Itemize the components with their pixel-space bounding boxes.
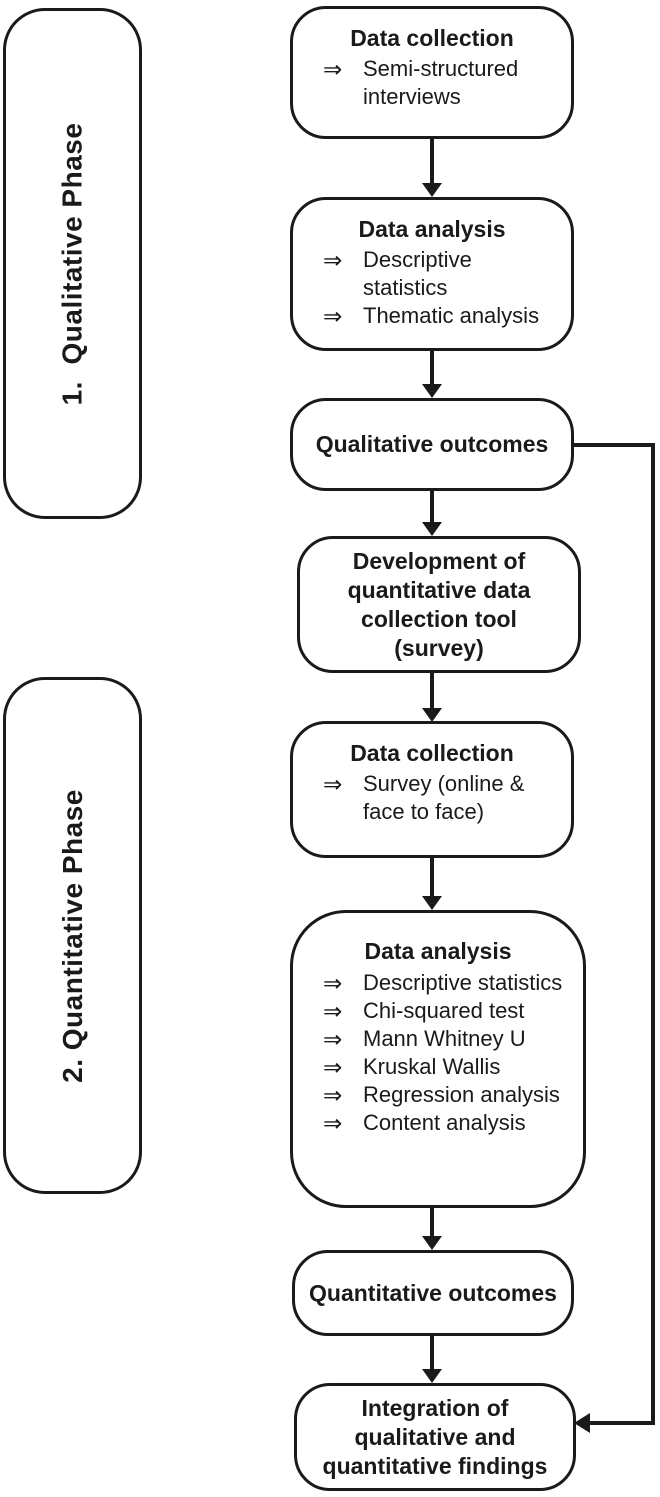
flow-box-data-collection-quantitative: Data collection ⇒ Survey (online & face …	[290, 721, 574, 858]
phase-label-quantitative: 2. Quantitative Phase	[56, 788, 88, 1083]
connector-arrow-6-7	[422, 1207, 442, 1250]
bullet-text: Kruskal Wallis	[363, 1054, 501, 1079]
box-title: Qualitative outcomes	[315, 431, 549, 457]
arrowhead-left-icon	[574, 1413, 590, 1433]
double-arrow-icon: ⇒	[323, 1082, 343, 1108]
box-title: Data analysis	[364, 938, 512, 964]
double-arrow-icon: ⇒	[323, 1054, 343, 1080]
flow-box-qualitative-outcomes: Qualitative outcomes	[290, 398, 574, 491]
connector-arrow-5-6	[422, 857, 442, 910]
bullet-text: Survey (online & face to face)	[363, 771, 525, 824]
double-arrow-icon: ⇒	[323, 1110, 343, 1136]
box-title: Data collection	[350, 740, 514, 766]
bullet-item: ⇒ Mann Whitney U	[293, 1025, 583, 1053]
flow-box-data-collection-qualitative: Data collection ⇒ Semi-structured interv…	[290, 6, 574, 139]
connector-arrow-3-4	[422, 490, 442, 536]
double-arrow-icon: ⇒	[323, 247, 343, 273]
double-arrow-icon: ⇒	[323, 771, 343, 797]
connector-arrow-7-8	[422, 1335, 442, 1383]
bullet-item: ⇒ Thematic analysis	[293, 302, 571, 330]
flow-box-data-analysis-quantitative: Data analysis ⇒ Descriptive statistics ⇒…	[290, 910, 586, 1208]
feedback-line-right	[651, 443, 655, 1425]
bullet-text: Regression analysis	[363, 1082, 560, 1107]
box-title: Data collection	[350, 25, 514, 51]
bullet-text: Content analysis	[363, 1110, 526, 1135]
connector-arrow-4-5	[422, 672, 442, 722]
double-arrow-icon: ⇒	[323, 970, 343, 996]
arrowhead-down-icon	[422, 1369, 442, 1383]
bullet-item: ⇒ Descriptive statistics	[293, 246, 571, 302]
bullet-text: Descriptive statistics	[363, 247, 472, 300]
arrowhead-down-icon	[422, 183, 442, 197]
arrowhead-down-icon	[422, 708, 442, 722]
box-title: Data analysis	[358, 216, 506, 242]
phase-box-quantitative: 2. Quantitative Phase	[3, 677, 142, 1194]
flow-box-development-survey-tool: Development of quantitative data collect…	[297, 536, 581, 673]
flow-box-integration-findings: Integration of qualitative and quantitat…	[294, 1383, 576, 1491]
double-arrow-icon: ⇒	[323, 1026, 343, 1052]
box-title: Integration of qualitative and quantitat…	[322, 1394, 548, 1479]
bullet-item: ⇒ Content analysis	[293, 1109, 583, 1137]
double-arrow-icon: ⇒	[323, 303, 343, 329]
box-title: Quantitative outcomes	[309, 1279, 557, 1306]
bullet-text: Mann Whitney U	[363, 1026, 526, 1051]
bullet-item: ⇒ Regression analysis	[293, 1081, 583, 1109]
arrowhead-down-icon	[422, 384, 442, 398]
bullet-text: Thematic analysis	[363, 303, 540, 328]
bullet-item: ⇒ Semi-structured interviews	[293, 55, 571, 111]
arrowhead-down-icon	[422, 896, 442, 910]
box-title: Development of quantitative data collect…	[347, 547, 531, 661]
bullet-item: ⇒ Survey (online & face to face)	[293, 770, 571, 826]
bullet-text: Semi-structured interviews	[363, 56, 519, 109]
feedback-line-bottom	[589, 1421, 651, 1425]
bullet-text: Descriptive statistics	[363, 970, 563, 995]
bullet-item: ⇒ Descriptive statistics	[293, 969, 583, 997]
bullet-item: ⇒ Kruskal Wallis	[293, 1053, 583, 1081]
connector-arrow-2-3	[422, 350, 442, 398]
flow-box-quantitative-outcomes: Quantitative outcomes	[292, 1250, 574, 1336]
flow-box-data-analysis-qualitative: Data analysis ⇒ Descriptive statistics ⇒…	[290, 197, 574, 351]
feedback-line-top	[572, 443, 655, 447]
phase-label-qualitative: 1. Qualitative Phase	[56, 122, 88, 405]
double-arrow-icon: ⇒	[323, 56, 343, 82]
phase-box-qualitative: 1. Qualitative Phase	[3, 8, 142, 519]
arrowhead-down-icon	[422, 1236, 442, 1250]
bullet-item: ⇒ Chi-squared test	[293, 997, 583, 1025]
double-arrow-icon: ⇒	[323, 998, 343, 1024]
bullet-text: Chi-squared test	[363, 998, 525, 1023]
connector-arrow-1-2	[422, 139, 442, 197]
arrowhead-down-icon	[422, 522, 442, 536]
